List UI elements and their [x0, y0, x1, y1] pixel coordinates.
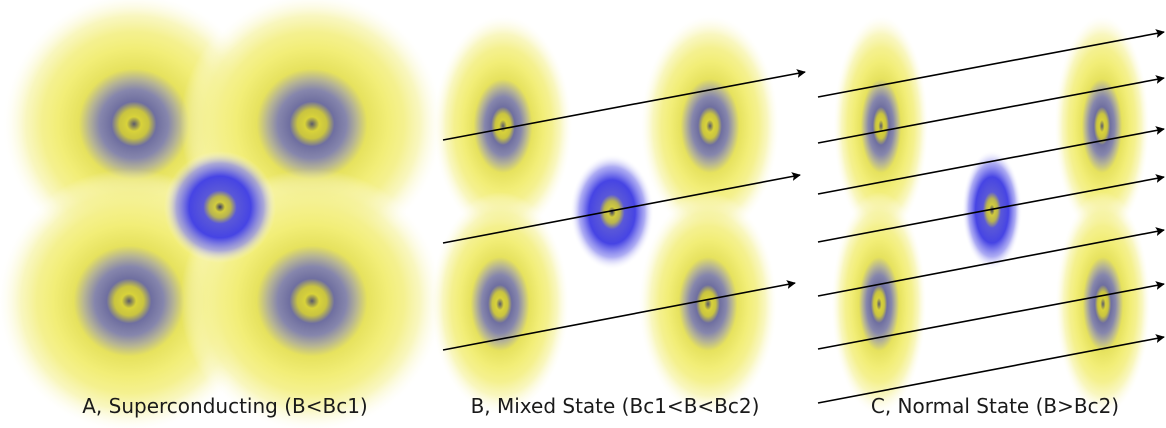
cooper-pair-bottom-left: [831, 192, 927, 416]
field-line: [817, 126, 1165, 195]
central-atom: [164, 151, 276, 263]
caption-superconducting: A, Superconducting (B<Bc1): [82, 394, 368, 418]
field-line: [817, 75, 1165, 144]
cooper-pair-bottom-left: [430, 192, 570, 416]
cooper-pair-top-right: [1054, 14, 1150, 238]
panel-mixed-state: [430, 14, 806, 416]
cooper-pair-bottom-right: [1055, 192, 1151, 416]
central-atom: [570, 154, 654, 270]
field-line: [442, 69, 806, 141]
field-line: [442, 280, 796, 351]
field-line: [817, 29, 1165, 98]
field-line: [442, 172, 801, 244]
panel-superconducting: [0, 0, 444, 428]
panel-normal-state: [817, 14, 1165, 416]
cooper-pair-bottom-right: [638, 192, 778, 416]
field-line: [817, 334, 1165, 404]
field-line: [817, 281, 1165, 350]
caption-mixed-state: B, Mixed State (Bc1<B<Bc2): [470, 394, 760, 418]
field-line: [817, 227, 1165, 297]
cooper-pair-top-left: [433, 14, 573, 238]
field-line: [817, 174, 1165, 243]
cooper-pair-top-right: [640, 14, 780, 238]
cooper-pair-top-left: [833, 14, 929, 238]
caption-normal-state: C, Normal State (B>Bc2): [870, 394, 1120, 418]
